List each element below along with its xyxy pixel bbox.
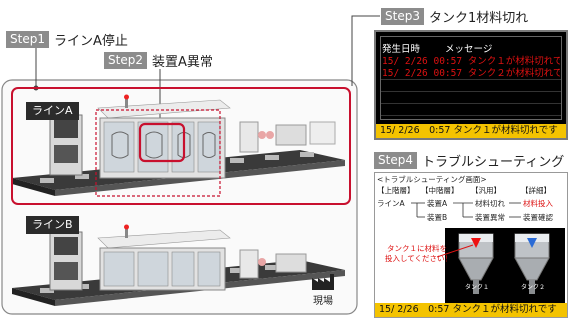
step4-badge: Step4 xyxy=(374,152,417,169)
ts-header-general: 【汎用】 xyxy=(471,186,501,195)
col-datetime: 発生日時 xyxy=(382,44,421,55)
tank2-label: タンク２ xyxy=(521,284,546,291)
factory-diagram xyxy=(1,48,358,315)
step3-callout: Step3 タンク1材料切れ xyxy=(381,8,529,26)
step3-title: タンク1材料切れ xyxy=(428,11,529,26)
device-a-highlight xyxy=(138,122,186,163)
ts-line-a[interactable]: ラインA xyxy=(377,199,405,208)
tank1-icon xyxy=(458,233,494,294)
ts-header-middle: 【中階層】 xyxy=(421,186,459,195)
step1-title: ラインA停止 xyxy=(53,34,128,49)
ts-material-in[interactable]: 材料投入 xyxy=(523,199,553,208)
ts-device-b[interactable]: 装置B xyxy=(427,213,448,222)
ts-material-out[interactable]: 材料切れ xyxy=(475,199,505,208)
alarm-list-header: 発生日時 メッセージ xyxy=(382,41,560,55)
step1-badge: Step1 xyxy=(6,31,49,48)
factory-icon xyxy=(312,274,334,290)
line-b-label: ラインB xyxy=(26,216,79,234)
ts-header-detail: 【詳細】 xyxy=(521,186,551,195)
ts-tree-lines xyxy=(411,202,521,218)
step1-callout: Step1 ラインA停止 xyxy=(6,31,128,49)
alarm-status-bar: 15/ 2/26 0:57 タンク１が材料切れです xyxy=(376,124,566,138)
ts-status-bar: 15/ 2/26 0:57 タンク１が材料切れです xyxy=(375,303,567,317)
step4-title: トラブルシューティング xyxy=(421,155,565,170)
troubleshooting-screen: <トラブルシューティング画面> 【上階層】 【中階層】 【汎用】 【詳細】 ライ… xyxy=(374,172,568,318)
ts-device-error[interactable]: 装置異常 xyxy=(475,213,505,222)
equipment-area-dashed xyxy=(95,109,221,197)
col-message: メッセージ xyxy=(445,44,493,55)
line-b-equipment xyxy=(12,224,345,306)
ts-header-upper: 【上階層】 xyxy=(377,186,415,195)
step2-badge: Step2 xyxy=(104,52,147,69)
tank1-label: タンク１ xyxy=(465,284,490,291)
alarm-row[interactable]: 15/ 2/26 00:57 タンク１が材料切れで xyxy=(382,56,560,67)
line-a-highlight xyxy=(11,87,351,205)
ts-alert-line2: 投入してください！ xyxy=(385,254,453,263)
ts-alert-line1: タンク１に材料を xyxy=(387,244,447,253)
factory-label: 現場 xyxy=(313,296,333,307)
line-a-equipment xyxy=(12,94,345,196)
step2-title: 装置A異常 xyxy=(151,55,213,70)
tank-panel: タンク１ タンク２ xyxy=(445,228,565,305)
ts-screen-title: <トラブルシューティング画面> xyxy=(377,175,487,184)
step2-callout: Step2 装置A異常 xyxy=(104,52,213,70)
ts-device-check[interactable]: 装置確認 xyxy=(523,213,553,222)
ts-device-a[interactable]: 装置A xyxy=(427,199,448,208)
alarm-monitor: 発生日時 メッセージ 15/ 2/26 00:57 タンク１が材料切れで 15/… xyxy=(374,30,568,140)
step4-callout: Step4 トラブルシューティング xyxy=(374,152,565,170)
alarm-list-frame xyxy=(380,36,562,120)
step3-badge: Step3 xyxy=(381,8,424,25)
line-a-label: ラインA xyxy=(26,102,79,120)
tank2-icon xyxy=(514,233,550,294)
alarm-row[interactable]: 15/ 2/26 00:57 タンク２が材料切れで xyxy=(382,68,560,79)
